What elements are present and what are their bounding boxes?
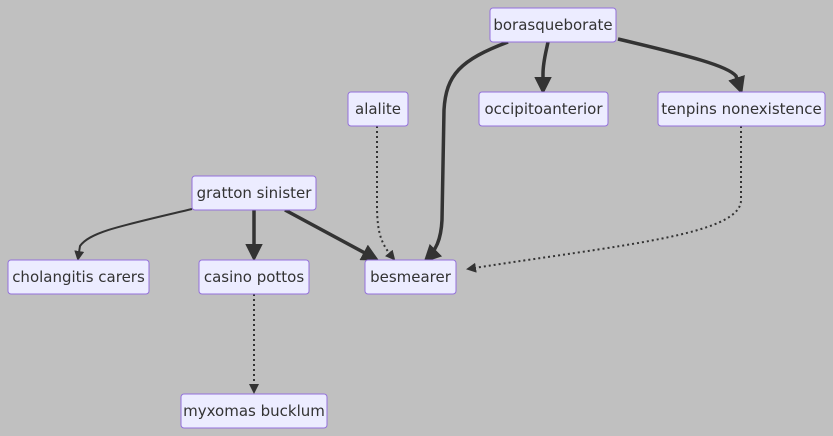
node-occipitoanterior-label: occipitoanterior <box>484 100 603 118</box>
edge-borasqueborate-to-besmearer <box>423 40 509 263</box>
node-alalite[interactable]: alalite <box>347 91 409 127</box>
edge-tenpins-nonexistence-to-besmearer <box>466 126 742 273</box>
node-gratton-sinister[interactable]: gratton sinister <box>191 175 317 211</box>
node-tenpins-nonexistence-label: tenpins nonexistence <box>661 100 822 118</box>
edge-borasqueborate-to-occipitoanterior <box>534 41 552 95</box>
node-cholangitis-carers[interactable]: cholangitis carers <box>7 259 150 295</box>
node-gratton-sinister-label: gratton sinister <box>197 184 313 202</box>
node-cholangitis-carers-label: cholangitis carers <box>12 268 145 286</box>
edge-gratton-sinister-to-cholangitis-carers <box>74 208 193 261</box>
node-casino-pottos-label: casino pottos <box>204 268 305 286</box>
edge-gratton-sinister-to-besmearer <box>284 208 380 261</box>
edge-borasqueborate-to-tenpins-nonexistence <box>617 37 745 95</box>
edge-alalite-to-besmearer <box>376 126 396 261</box>
node-myxomas-bucklum-label: myxomas bucklum <box>183 402 325 420</box>
node-besmearer-label: besmearer <box>370 268 452 286</box>
node-casino-pottos[interactable]: casino pottos <box>198 259 310 295</box>
node-alalite-label: alalite <box>355 100 401 118</box>
node-myxomas-bucklum[interactable]: myxomas bucklum <box>180 393 328 429</box>
node-besmearer[interactable]: besmearer <box>364 259 457 295</box>
edges <box>74 37 745 394</box>
node-occipitoanterior[interactable]: occipitoanterior <box>478 91 609 127</box>
node-borasqueborate-label: borasqueborate <box>493 16 612 34</box>
node-borasqueborate[interactable]: borasqueborate <box>489 7 617 43</box>
node-tenpins-nonexistence[interactable]: tenpins nonexistence <box>657 91 826 127</box>
